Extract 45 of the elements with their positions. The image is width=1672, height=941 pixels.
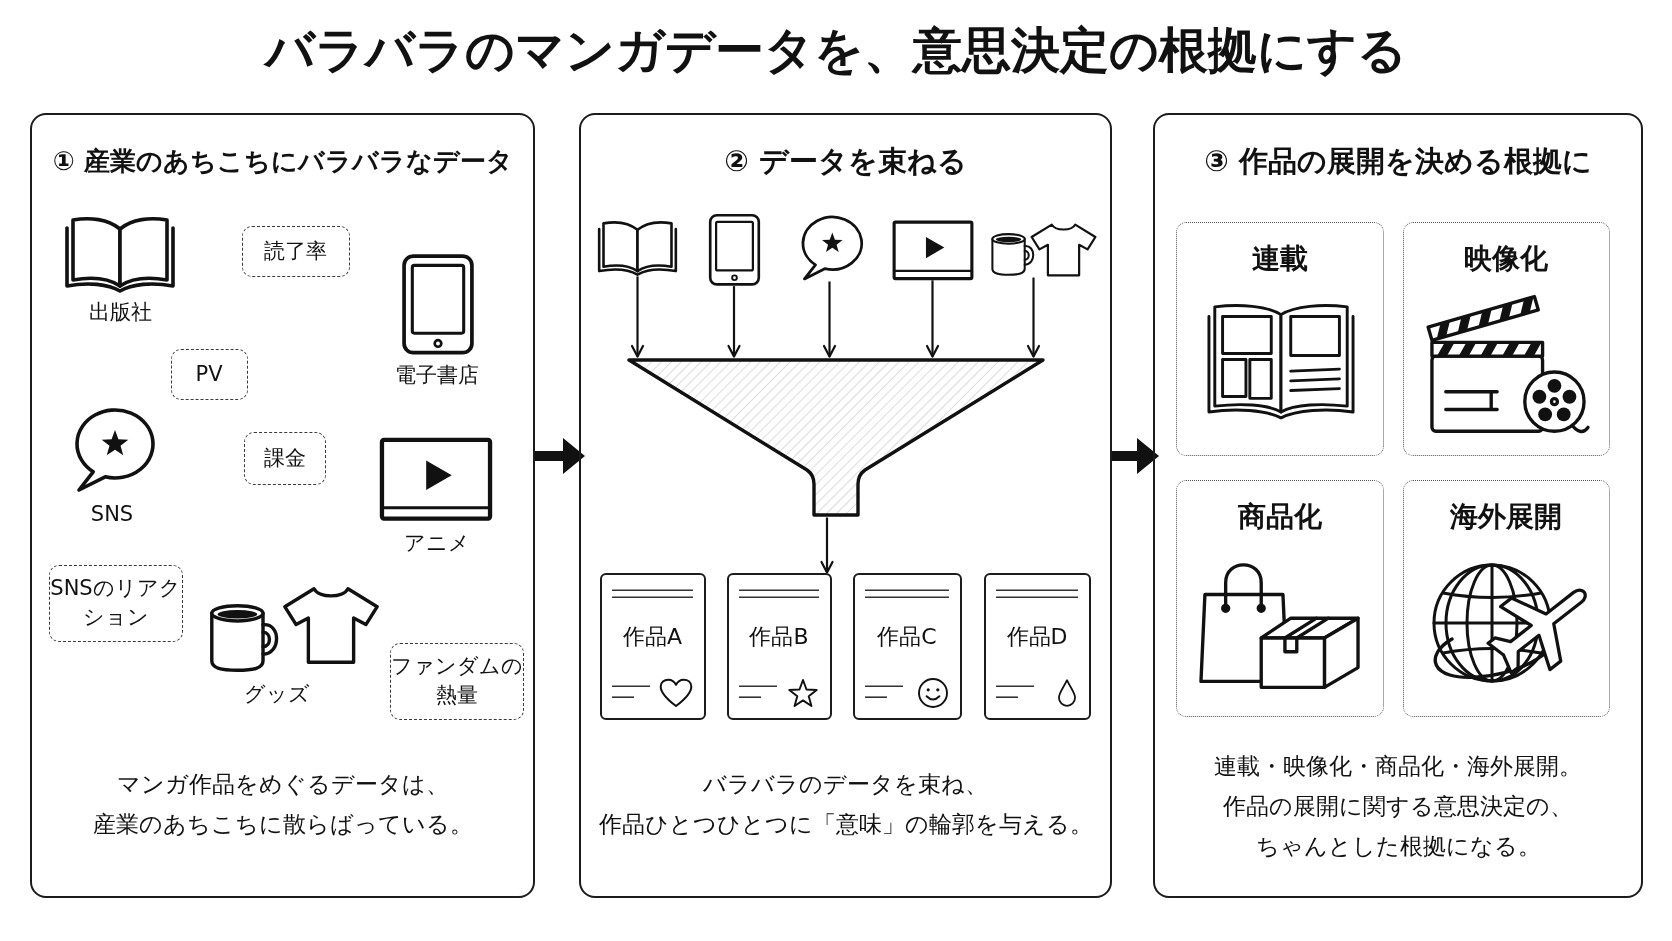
- panel: [30, 113, 535, 898]
- video-screen-icon: [891, 219, 974, 281]
- card-title: 作品A: [622, 623, 683, 651]
- card-title: 作品C: [877, 623, 937, 651]
- panel: [579, 113, 1112, 898]
- panel-heading: ③ 作品の展開を決める根拠に: [1204, 143, 1592, 180]
- panel-text: マンガ作品をめぐるデータは、産業のあちこちに散らばっている。: [92, 769, 473, 839]
- category-title: 商品化: [1237, 499, 1322, 536]
- panel-heading: ① 産業のあちこちにバラバラなデータ: [52, 145, 513, 178]
- mug-and-tshirt-icon: [989, 221, 1098, 278]
- panel-text: 連載・映像化・商品化・海外展開。作品の展開に関する意思決定の、ちゃんとした根拠になる。: [1214, 751, 1582, 861]
- panel-text: バラバラのデータを束ね、作品ひとつひとつに「意味」の輪郭を与える。: [598, 769, 1093, 839]
- arrow: [727, 286, 741, 358]
- arrow: [630, 276, 645, 358]
- card: [726, 572, 832, 720]
- funnel: [625, 356, 1046, 518]
- tag-box: 読了率: [241, 225, 350, 277]
- category-title: 海外展開: [1450, 499, 1562, 536]
- card: [983, 572, 1091, 720]
- arrow: [822, 281, 837, 358]
- arrow: [925, 280, 940, 358]
- tablet-icon: [707, 212, 761, 287]
- card: [852, 572, 962, 720]
- card-title: 作品B: [749, 623, 809, 651]
- block-arrow: [1112, 438, 1159, 474]
- tag-box: SNSのリアクション: [48, 564, 183, 642]
- icon-caption: 出版社: [88, 299, 152, 326]
- arrow: [1026, 277, 1041, 358]
- tag-box: ファンダムの熱量: [389, 642, 524, 720]
- card-title: 作品D: [1006, 623, 1068, 651]
- arrow: [820, 517, 834, 574]
- tag-box: 課金: [243, 431, 326, 485]
- panel-heading: ② データを束ねる: [724, 143, 967, 180]
- icon-caption: 電子書店: [395, 362, 479, 389]
- category-title: 連載: [1251, 241, 1308, 278]
- title: バラバラのマンガデータを、意思決定の根拠にする: [265, 22, 1407, 80]
- book-icon: [596, 218, 678, 277]
- icon-caption: アニメ: [404, 530, 470, 557]
- icon-caption: グッズ: [244, 681, 310, 708]
- icon-caption: SNS: [90, 501, 134, 528]
- card: [599, 572, 706, 720]
- category-title: 映像化: [1464, 241, 1548, 278]
- block-arrow: [535, 438, 585, 474]
- panel: [1153, 113, 1643, 898]
- tag-box: PV: [170, 348, 248, 400]
